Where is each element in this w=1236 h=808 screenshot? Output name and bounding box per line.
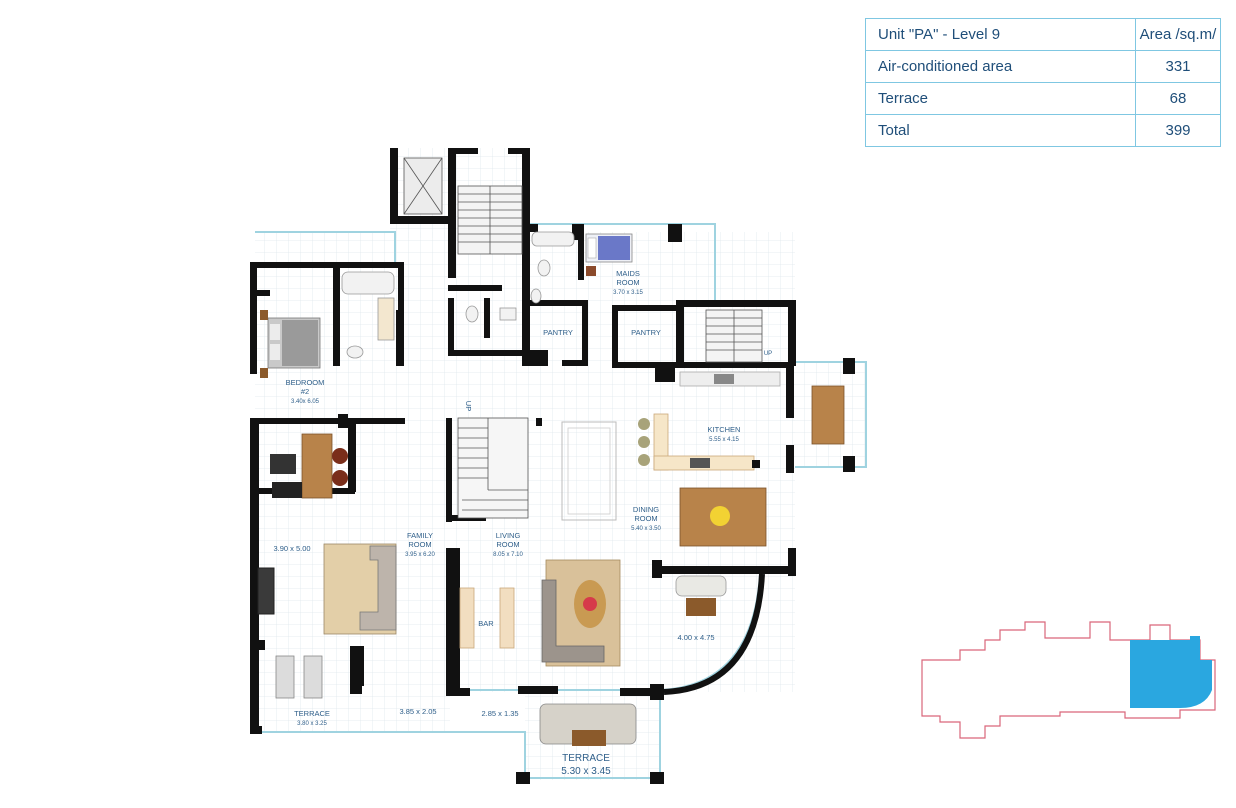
study-size: 3.90 x 5.00: [273, 544, 310, 553]
terrace-table: [811, 385, 845, 445]
bedroom-2-name-2: #2: [301, 387, 309, 396]
area-table-header-value: Area /sq.m/: [1135, 18, 1221, 51]
terrace-main-size: 5.30 x 3.45: [561, 766, 611, 777]
bar-name: BAR: [478, 619, 494, 628]
elevator: [403, 157, 443, 215]
kitchen-size: 5.55 x 4.15: [709, 437, 739, 443]
terrace-left-name: TERRACE: [294, 709, 330, 718]
living-room-name-1: LIVING: [496, 531, 521, 540]
area-table: Unit "PA" - Level 9 Area /sq.m/ Air-cond…: [865, 18, 1221, 147]
kitchen-name: KITCHEN: [708, 425, 741, 434]
stair-service: [705, 309, 763, 363]
terrace-main-name: TERRACE: [562, 753, 610, 764]
area-table-row: Total 399: [865, 114, 1221, 147]
maids-room-size: 3.70 x 3.15: [613, 290, 643, 296]
bedroom-2-name-1: BEDROOM: [286, 378, 325, 387]
maids-bed: [585, 233, 633, 276]
terrace-small-size: 2.85 x 1.35: [481, 709, 518, 718]
tv-unit: [257, 567, 275, 615]
walls: [250, 148, 855, 784]
room-labels: MAIDS ROOM 3.70 x 3.15 PANTRY PANTRY BED…: [273, 269, 740, 777]
kitchen-island: [638, 371, 781, 471]
living-room-size: 8.05 x 7.10: [493, 552, 523, 558]
area-table-cell-name: Total: [865, 114, 1136, 147]
bedroom-bed: [260, 310, 321, 378]
maids-room-name-1: MAIDS: [616, 269, 640, 278]
terrace-mid-size: 3.85 x 2.05: [399, 707, 436, 716]
stair-living-label: UP: [464, 401, 473, 411]
bath-fixtures: [341, 231, 575, 359]
stair-core: [457, 185, 523, 255]
dining-room-name-2: ROOM: [634, 514, 657, 523]
sun-loungers: [275, 655, 323, 699]
area-table-row: Terrace 68: [865, 82, 1221, 115]
area-table-cell-value: 68: [1135, 82, 1221, 115]
key-plan: [921, 621, 1216, 739]
living-room-name-2: ROOM: [496, 540, 519, 549]
stair-living: [457, 417, 529, 519]
dining-room-size: 5.40 x 3.50: [631, 526, 661, 532]
lounge-size: 4.00 x 4.75: [677, 633, 714, 642]
living-rug-sofa: [541, 559, 621, 667]
maids-room-name-2: ROOM: [616, 278, 639, 287]
area-table-cell-value: 399: [1135, 114, 1221, 147]
curved-wall: [663, 573, 765, 695]
area-table-header-name: Unit "PA" - Level 9: [865, 18, 1136, 51]
dining-room-name-1: DINING: [633, 505, 659, 514]
study-desk: [270, 433, 348, 499]
family-room-size: 3.95 x 6.20: [405, 552, 435, 558]
terrace-sofa: [539, 703, 637, 746]
skylight: [561, 421, 617, 521]
area-table-header: Unit "PA" - Level 9 Area /sq.m/: [865, 18, 1221, 51]
dining-table: [679, 487, 767, 547]
pantry-1-name: PANTRY: [543, 328, 573, 337]
terrace-left-size: 3.80 x 3.25: [297, 721, 327, 727]
lounge-sofa: [675, 575, 727, 616]
family-room-name-1: FAMILY: [407, 531, 433, 540]
bedroom-2-size: 3.40x 6.05: [291, 399, 320, 405]
bar-counter: [459, 587, 515, 649]
family-sofa: [323, 543, 397, 635]
family-room-name-2: ROOM: [408, 540, 431, 549]
pantry-2-name: PANTRY: [631, 328, 661, 337]
stair-service-label: UP: [764, 351, 772, 357]
area-table-cell-value: 331: [1135, 50, 1221, 83]
